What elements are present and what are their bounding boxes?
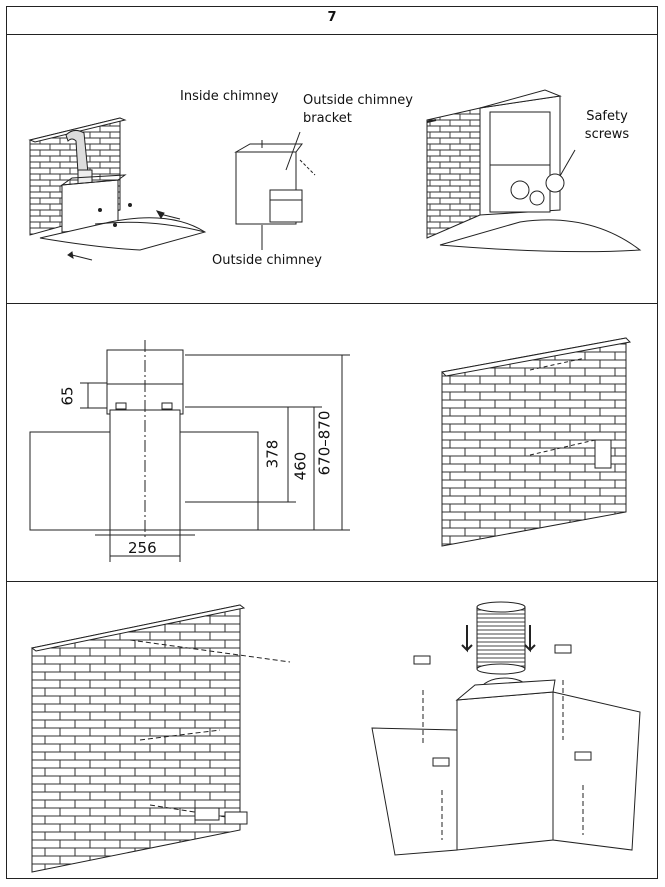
fig-safety-screws <box>426 89 642 253</box>
dim-670-870: 670–870 <box>315 410 334 476</box>
header-divider <box>6 34 658 35</box>
dim-460: 460 <box>291 451 310 481</box>
fig-wall-bracket <box>440 337 632 547</box>
label-outside-chimney-bracket-1: Outside chimney <box>303 93 413 108</box>
fig-hood-with-duct <box>28 117 207 261</box>
fig-chimney-pieces <box>234 131 316 250</box>
fig-hood-mounting <box>371 601 641 856</box>
label-safety-screws-2: screws <box>584 127 630 142</box>
label-inside-chimney: Inside chimney <box>180 89 279 104</box>
fig-dimension-drawing <box>29 340 350 562</box>
dim-256: 256 <box>128 539 157 557</box>
label-safety-screws-1: Safety <box>586 109 628 124</box>
section-divider-1 <box>6 303 658 304</box>
label-outside-chimney: Outside chimney <box>212 253 322 268</box>
label-outside-chimney-bracket-2: bracket <box>303 111 352 126</box>
section-divider-2 <box>6 581 658 582</box>
page-number: 7 <box>327 10 337 25</box>
dim-378: 378 <box>263 439 282 469</box>
dim-65: 65 <box>58 386 77 406</box>
fig-wall-screws <box>30 604 291 873</box>
page-frame <box>6 6 658 879</box>
